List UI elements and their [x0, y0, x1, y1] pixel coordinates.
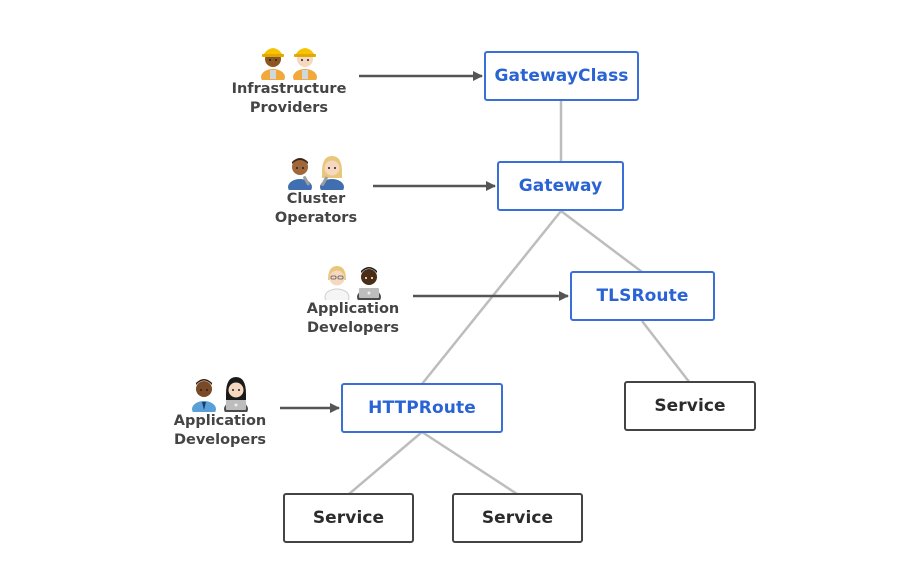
gateway-node[interactable]: Gateway: [497, 161, 624, 211]
technologist-icon: [224, 377, 248, 412]
persona-label: Cluster Operators: [274, 191, 358, 226]
persona-cluster-operators: Cluster Operators: [246, 150, 386, 228]
edge-gateway-tlsroute: [560, 210, 643, 273]
technologist-icon: [357, 267, 381, 300]
service-node-http-left[interactable]: Service: [283, 493, 414, 543]
persona-application-developers-tls: Application Developers: [283, 260, 423, 338]
office-worker-icon: [192, 379, 216, 412]
edge-tlsroute-service: [641, 320, 691, 384]
edge-gateway-httproute: [421, 210, 562, 385]
mechanic-icon: [320, 156, 344, 190]
persona-application-developers-http: Application Developers: [150, 372, 290, 450]
persona-label: Infrastructure Providers: [231, 81, 347, 116]
service-node-http-right[interactable]: Service: [452, 493, 583, 543]
persona-icons: [219, 40, 359, 80]
service-node-tls[interactable]: Service: [624, 381, 756, 431]
edge-httproute-service-right: [421, 430, 518, 496]
httproute-node[interactable]: HTTPRoute: [341, 383, 503, 433]
persona-icons: [150, 372, 290, 412]
persona-label: Application Developers: [173, 413, 267, 448]
persona-icons: [246, 150, 386, 190]
tlsroute-node[interactable]: TLSRoute: [570, 271, 715, 321]
mechanic-icon: [288, 158, 312, 190]
persona-infrastructure-providers: Infrastructure Providers: [219, 40, 359, 118]
scientist-icon: [324, 266, 350, 300]
edge-httproute-service-left: [348, 431, 423, 495]
construction-worker-icon: [261, 48, 285, 80]
persona-label: Application Developers: [306, 301, 400, 336]
gatewayclass-node[interactable]: GatewayClass: [484, 51, 639, 101]
construction-worker-icon: [293, 48, 317, 80]
persona-icons: [283, 260, 423, 300]
